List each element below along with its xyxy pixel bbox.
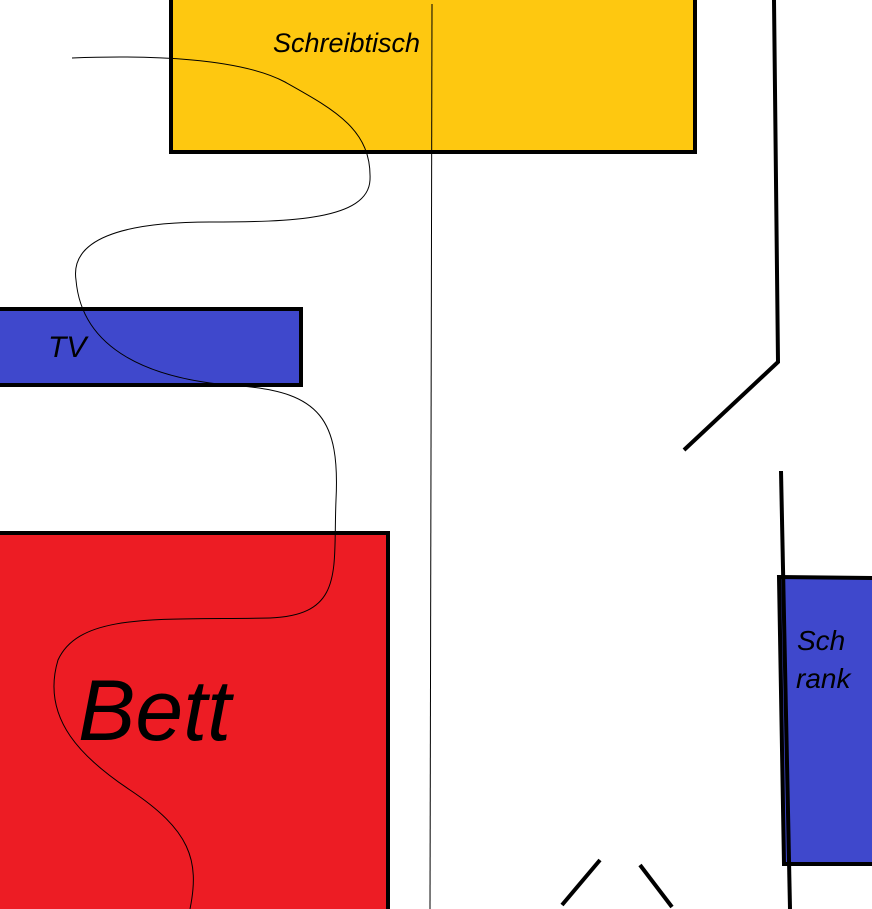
wardrobe-shape <box>776 574 872 866</box>
right-wall-lower <box>779 470 792 909</box>
door-mark-left <box>560 858 602 907</box>
right-wall-upper <box>682 0 781 452</box>
wardrobe-label-line2: rank <box>796 663 852 694</box>
desk-shape <box>169 0 697 154</box>
cable-path <box>53 56 371 909</box>
bed-label: Bett <box>78 663 234 759</box>
center-divider-line <box>429 3 433 909</box>
bed-shape <box>0 531 390 909</box>
tv-shape <box>0 307 303 387</box>
tv-label: TV <box>48 331 89 364</box>
desk-label: Schreibtisch <box>273 28 420 58</box>
wardrobe-label-line1: Sch <box>797 625 845 656</box>
door-mark-right <box>638 863 674 909</box>
